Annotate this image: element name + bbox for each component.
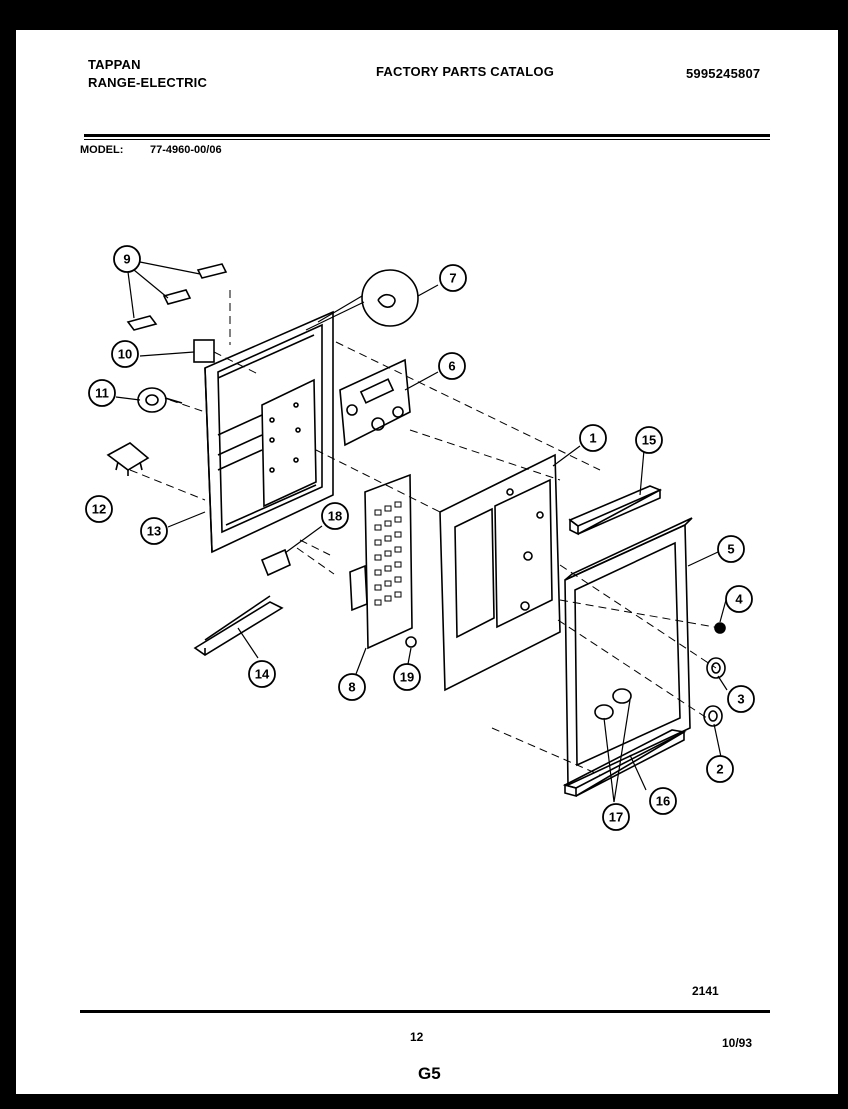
- touch-panel: [364, 473, 413, 650]
- callout-circle: [111, 340, 139, 368]
- callout-number: 7: [449, 271, 456, 286]
- callout-number: 4: [735, 592, 743, 607]
- control-board: [261, 378, 317, 508]
- callout-number: 17: [609, 810, 623, 825]
- callout-circle: [321, 502, 349, 530]
- callout-circle: [725, 585, 753, 613]
- callout-number: 14: [255, 667, 270, 682]
- mounting-bracket: [193, 601, 284, 656]
- callout-number: 9: [123, 252, 130, 267]
- control-panel-face: [439, 453, 561, 692]
- knob-base: [703, 705, 723, 727]
- callout-number: 6: [448, 359, 455, 374]
- wire-connector: [126, 315, 158, 331]
- product-type: RANGE-ELECTRIC: [88, 75, 208, 90]
- catalog-sheet: TAPPAN RANGE-ELECTRIC FACTORY PARTS CATA…: [16, 30, 838, 1094]
- header-rule: [84, 134, 770, 137]
- callout-number: 16: [656, 794, 670, 809]
- top-trim-strip: [568, 485, 663, 527]
- callout-number: 18: [328, 509, 342, 524]
- brand-name: TAPPAN: [88, 57, 141, 72]
- switch: [106, 442, 150, 471]
- tie-strap-detail: [361, 269, 419, 327]
- callout-number: 11: [95, 386, 109, 401]
- washer: [405, 636, 417, 648]
- callout-circle: [727, 685, 755, 713]
- callout-number: 8: [348, 680, 355, 695]
- callout-number: 3: [737, 692, 744, 707]
- callout-circle: [602, 803, 630, 831]
- callout-circle: [439, 264, 467, 292]
- callout-number: 13: [147, 524, 161, 539]
- relay: [193, 339, 215, 363]
- drawing-code: 2141: [692, 984, 719, 998]
- timer-motor: [137, 387, 167, 413]
- callout-circle: [649, 787, 677, 815]
- display-board: [339, 358, 411, 447]
- revision-date: 10/93: [722, 1036, 753, 1050]
- callout-circle: [85, 495, 113, 523]
- callout-number: 5: [727, 542, 734, 557]
- callout-circle: [88, 379, 116, 407]
- rubber-foot: [594, 704, 614, 720]
- callout-circle: [706, 755, 734, 783]
- callout-circle: [248, 660, 276, 688]
- callout-circle: [140, 517, 168, 545]
- page-number: 12: [410, 1030, 424, 1044]
- callout-circle: [438, 352, 466, 380]
- knob-skirt: [706, 657, 726, 679]
- callout-number: 19: [400, 670, 414, 685]
- header-rule-thin: [84, 139, 770, 140]
- callout-circle: [717, 535, 745, 563]
- callout-number: 12: [92, 502, 106, 517]
- callout-circle: [338, 673, 366, 701]
- model-number: 77-4960-00/06: [150, 144, 222, 156]
- callout-number: 1: [589, 431, 596, 446]
- callout-number: 10: [118, 347, 132, 362]
- callout-number: 15: [642, 433, 656, 448]
- footer-rule: [80, 1010, 770, 1013]
- callout-circle: [579, 424, 607, 452]
- callout-circle: [113, 245, 141, 273]
- callout-circle: [635, 426, 663, 454]
- callout-number: 2: [716, 762, 723, 777]
- catalog-number: 5995245807: [686, 66, 761, 81]
- model-label: MODEL:: [80, 144, 124, 156]
- clip: [260, 548, 291, 577]
- catalog-title: FACTORY PARTS CATALOG: [376, 64, 555, 79]
- section-code: G5: [418, 1064, 441, 1083]
- callout-circle: [393, 663, 421, 691]
